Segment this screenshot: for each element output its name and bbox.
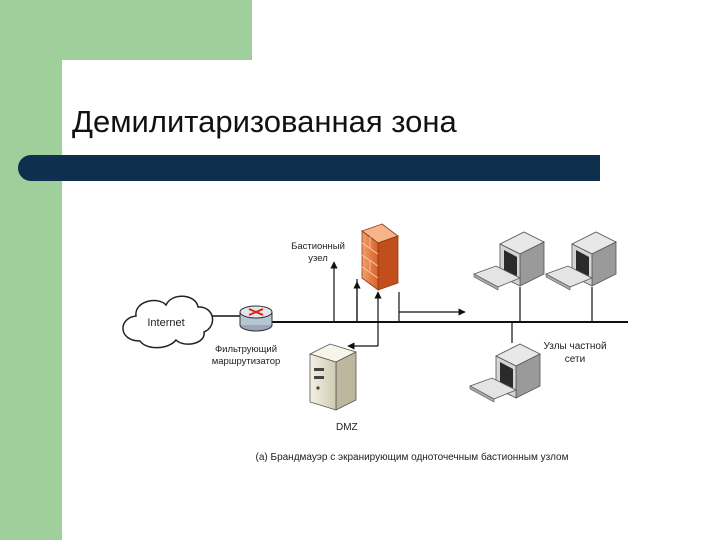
firewall-icon [361,223,399,291]
workstation-icon [473,231,545,291]
title-underline-bar [18,155,600,181]
bastion-label-line1: Бастионный [291,241,345,252]
internet-label: Internet [147,317,184,329]
bastion-label-line2: узел [308,253,328,264]
router-label-line2: маршрутизатор [212,356,281,367]
left-accent-bar [0,0,62,540]
slide-title: Демилитаризованная зона [72,104,457,139]
server-icon [308,343,358,411]
private-nodes-label-line2: сети [565,354,585,365]
router-icon [239,305,273,332]
workstation-icon [469,343,541,403]
dmz-label: DMZ [336,422,358,433]
cloud-icon [122,295,214,349]
workstation-icon [545,231,617,291]
router-label-line1: Фильтрующий [215,344,277,355]
private-nodes-label-line1: Узлы частной [543,341,606,352]
diagram-caption: (а) Брандмауэр с экранирующим одноточечн… [256,451,569,463]
